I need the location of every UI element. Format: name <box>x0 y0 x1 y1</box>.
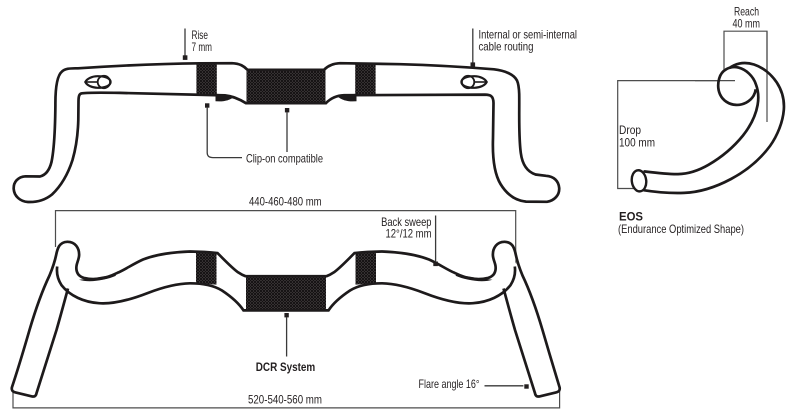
svg-text:Reach: Reach <box>734 4 759 18</box>
svg-text:440-460-480 mm: 440-460-480 mm <box>249 194 322 208</box>
svg-text:Clip-on compatible: Clip-on compatible <box>246 151 323 165</box>
svg-text:(Endurance Optimized Shape): (Endurance Optimized Shape) <box>618 222 744 236</box>
svg-text:Internal or semi-internal: Internal or semi-internal <box>479 28 578 42</box>
svg-text:7 mm: 7 mm <box>192 40 213 54</box>
svg-text:Back sweep: Back sweep <box>381 215 432 229</box>
svg-text:EOS: EOS <box>619 210 643 224</box>
svg-text:Rise: Rise <box>192 28 209 42</box>
svg-text:100 mm: 100 mm <box>619 135 655 149</box>
svg-text:Drop: Drop <box>619 123 641 137</box>
svg-text:Flare angle 16°: Flare angle 16° <box>419 377 480 391</box>
svg-text:cable routing: cable routing <box>479 39 534 53</box>
svg-text:12°/12 mm: 12°/12 mm <box>386 227 432 241</box>
svg-text:40 mm: 40 mm <box>733 16 761 30</box>
svg-text:520-540-560 mm: 520-540-560 mm <box>248 393 322 407</box>
svg-text:DCR System: DCR System <box>256 360 316 374</box>
